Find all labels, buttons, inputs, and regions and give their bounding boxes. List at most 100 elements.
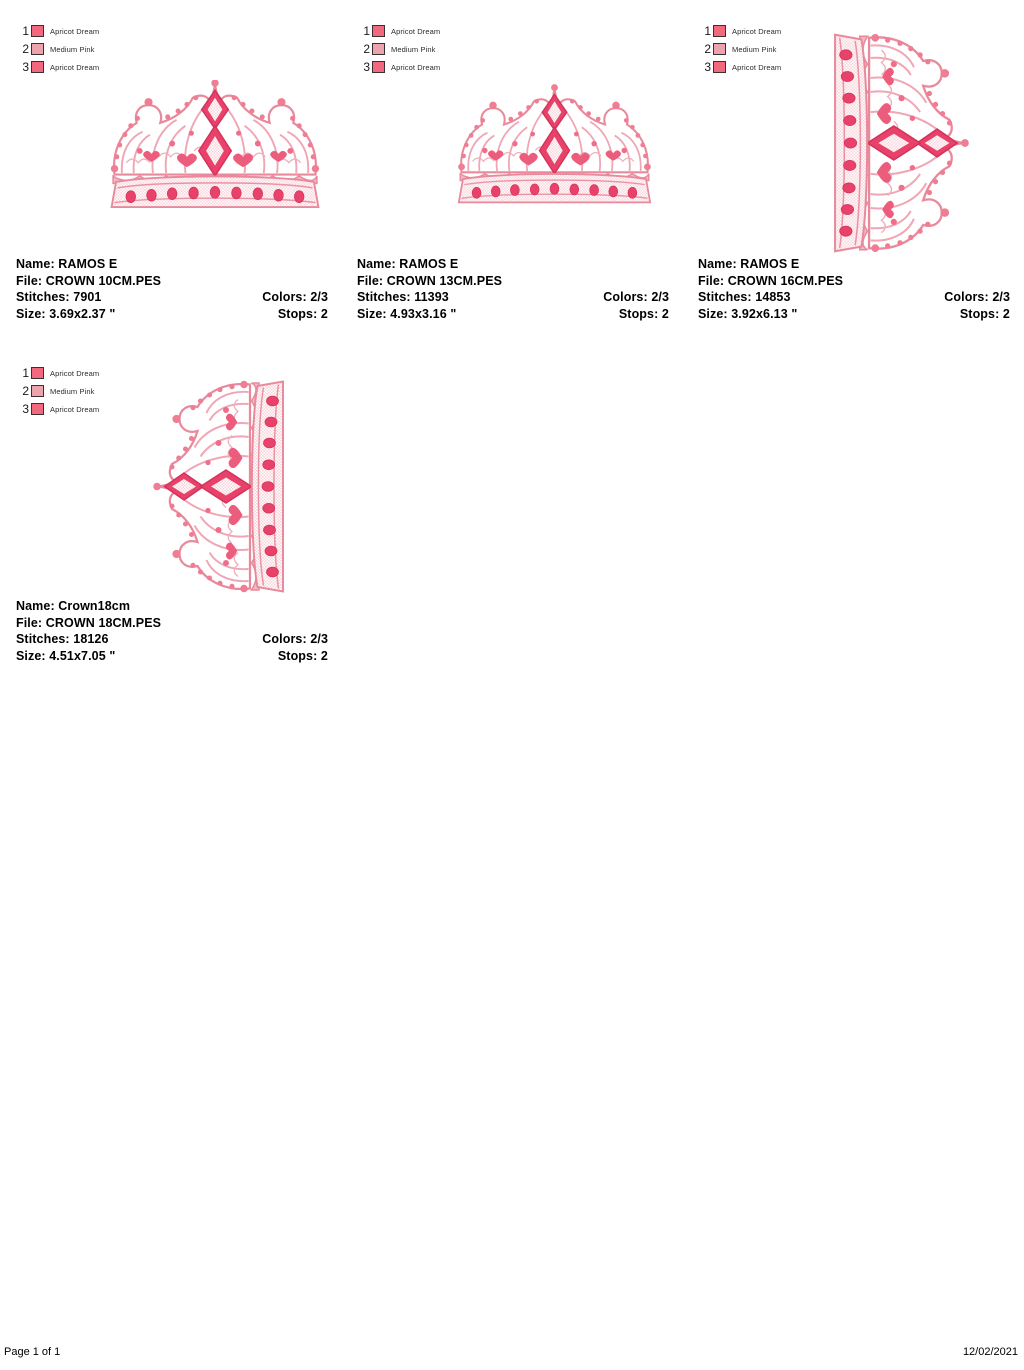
legend-color-name: Medium Pink [50, 44, 95, 54]
design-name-line: Name: Crown18cm [16, 599, 131, 613]
legend-number: 1 [22, 23, 29, 38]
legend-color-swatch [372, 25, 385, 37]
legend-color-name: Apricot Dream [50, 404, 100, 414]
legend-color-swatch [31, 403, 44, 415]
design-cell-crown-18cm: 1 Apricot Dream 2 Medium Pink 3 Apricot … [0, 342, 341, 682]
design-name-line: Name: RAMOS E [357, 257, 459, 271]
legend-color-swatch [31, 25, 44, 37]
design-name-line: Name: RAMOS E [698, 257, 800, 271]
legend-color-swatch [31, 43, 44, 55]
design-size-line: Size: 3.92x6.13 " [698, 306, 798, 321]
design-size-stops-row: Size: 4.51x7.05 " Stops: 2 [16, 648, 328, 665]
legend-number: 1 [22, 365, 29, 380]
legend-color-name: Apricot Dream [50, 62, 100, 72]
design-size-stops-row: Size: 3.92x6.13 " Stops: 2 [698, 306, 1010, 323]
legend-color-name: Medium Pink [732, 44, 777, 54]
legend-row: 2 Medium Pink [16, 382, 166, 400]
legend-color-name: Apricot Dream [732, 26, 782, 36]
legend-number: 2 [22, 41, 29, 56]
design-file-line: File: CROWN 18CM.PES [16, 615, 162, 630]
color-legend: 1 Apricot Dream 2 Medium Pink 3 Apricot … [16, 364, 166, 418]
design-size-line: Size: 3.69x2.37 " [16, 306, 116, 321]
legend-color-swatch [713, 61, 726, 73]
design-row-1: 1 Apricot Dream 2 Medium Pink 3 Apricot … [0, 0, 1024, 340]
legend-row: 2 Medium Pink [698, 40, 848, 58]
design-stitches-colors-row: Stitches: 18126 Colors: 2/3 [16, 631, 328, 648]
design-info-block: Name: RAMOS E File: CROWN 16CM.PES Stitc… [698, 256, 1010, 322]
design-colors-line: Colors: 2/3 [603, 290, 669, 305]
design-stitches-colors-row: Stitches: 11393 Colors: 2/3 [357, 289, 669, 306]
legend-row: 2 Medium Pink [357, 40, 507, 58]
legend-number: 2 [704, 41, 711, 56]
legend-number: 3 [363, 59, 370, 74]
design-colors-line: Colors: 2/3 [262, 290, 328, 305]
crown-embroidery-image [104, 80, 326, 210]
legend-color-name: Apricot Dream [50, 26, 100, 36]
legend-row: 1 Apricot Dream [16, 364, 166, 382]
legend-number: 1 [363, 23, 370, 38]
legend-number: 3 [704, 59, 711, 74]
legend-color-name: Apricot Dream [391, 62, 441, 72]
design-info-block: Name: RAMOS E File: CROWN 13CM.PES Stitc… [357, 256, 669, 322]
design-stitches-colors-row: Stitches: 14853 Colors: 2/3 [698, 289, 1010, 306]
legend-number: 2 [363, 41, 370, 56]
legend-color-name: Apricot Dream [732, 62, 782, 72]
design-size-line: Size: 4.93x3.16 " [357, 306, 457, 321]
legend-color-name: Apricot Dream [50, 368, 100, 378]
design-colors-line: Colors: 2/3 [944, 290, 1010, 305]
legend-row: 1 Apricot Dream [16, 22, 166, 40]
legend-color-swatch [31, 367, 44, 379]
design-info-block: Name: Crown18cm File: CROWN 18CM.PES Sti… [16, 598, 328, 664]
design-artwork-area [341, 72, 682, 250]
legend-row: 3 Apricot Dream [357, 58, 507, 76]
legend-color-swatch [372, 61, 385, 73]
legend-color-name: Medium Pink [391, 44, 436, 54]
design-artwork-area [682, 33, 1023, 253]
crown-embroidery-image [452, 64, 657, 226]
design-stitches-line: Stitches: 18126 [16, 632, 109, 647]
legend-color-swatch [713, 43, 726, 55]
legend-row: 3 Apricot Dream [16, 58, 166, 76]
legend-row: 3 Apricot Dream [16, 400, 166, 418]
legend-color-swatch [31, 385, 44, 397]
legend-number: 1 [704, 23, 711, 38]
legend-color-swatch [31, 61, 44, 73]
design-file-line: File: CROWN 16CM.PES [698, 273, 844, 288]
design-name-line: Name: RAMOS E [16, 257, 118, 271]
page-footer: Page 1 of 1 12/02/2021 [0, 1346, 1024, 1362]
legend-row: 2 Medium Pink [16, 40, 166, 58]
legend-row: 3 Apricot Dream [698, 58, 848, 76]
design-cell-crown-16cm: 1 Apricot Dream 2 Medium Pink 3 Apricot … [682, 0, 1023, 340]
design-stops-line: Stops: 2 [959, 306, 1010, 321]
design-size-line: Size: 4.51x7.05 " [16, 648, 116, 663]
design-stitches-line: Stitches: 11393 [357, 290, 449, 305]
design-stitches-line: Stitches: 7901 [16, 290, 102, 305]
page-number: Page 1 of 1 [4, 1346, 61, 1358]
design-stops-line: Stops: 2 [618, 306, 669, 321]
legend-row: 1 Apricot Dream [357, 22, 507, 40]
color-legend: 1 Apricot Dream 2 Medium Pink 3 Apricot … [698, 22, 848, 76]
legend-color-name: Medium Pink [50, 386, 95, 396]
legend-number: 3 [22, 401, 29, 416]
legend-number: 2 [22, 383, 29, 398]
legend-color-swatch [713, 25, 726, 37]
legend-color-swatch [372, 43, 385, 55]
design-row-2: 1 Apricot Dream 2 Medium Pink 3 Apricot … [0, 342, 1024, 682]
design-cell-crown-13cm: 1 Apricot Dream 2 Medium Pink 3 Apricot … [341, 0, 682, 340]
color-legend: 1 Apricot Dream 2 Medium Pink 3 Apricot … [357, 22, 507, 76]
crown-embroidery-image [820, 27, 980, 259]
design-stitches-colors-row: Stitches: 7901 Colors: 2/3 [16, 289, 328, 306]
design-info-block: Name: RAMOS E File: CROWN 10CM.PES Stitc… [16, 256, 328, 322]
print-date: 12/02/2021 [962, 1346, 1018, 1358]
design-artwork-area [0, 72, 341, 250]
crown-embroidery-image [145, 374, 295, 599]
design-file-line: File: CROWN 10CM.PES [16, 273, 162, 288]
design-cell-crown-10cm: 1 Apricot Dream 2 Medium Pink 3 Apricot … [0, 0, 341, 340]
design-size-stops-row: Size: 3.69x2.37 " Stops: 2 [16, 306, 328, 323]
design-size-stops-row: Size: 4.93x3.16 " Stops: 2 [357, 306, 669, 323]
design-file-line: File: CROWN 13CM.PES [357, 273, 503, 288]
design-stitches-line: Stitches: 14853 [698, 290, 791, 305]
design-artwork-area [0, 380, 341, 593]
color-legend: 1 Apricot Dream 2 Medium Pink 3 Apricot … [16, 22, 166, 76]
